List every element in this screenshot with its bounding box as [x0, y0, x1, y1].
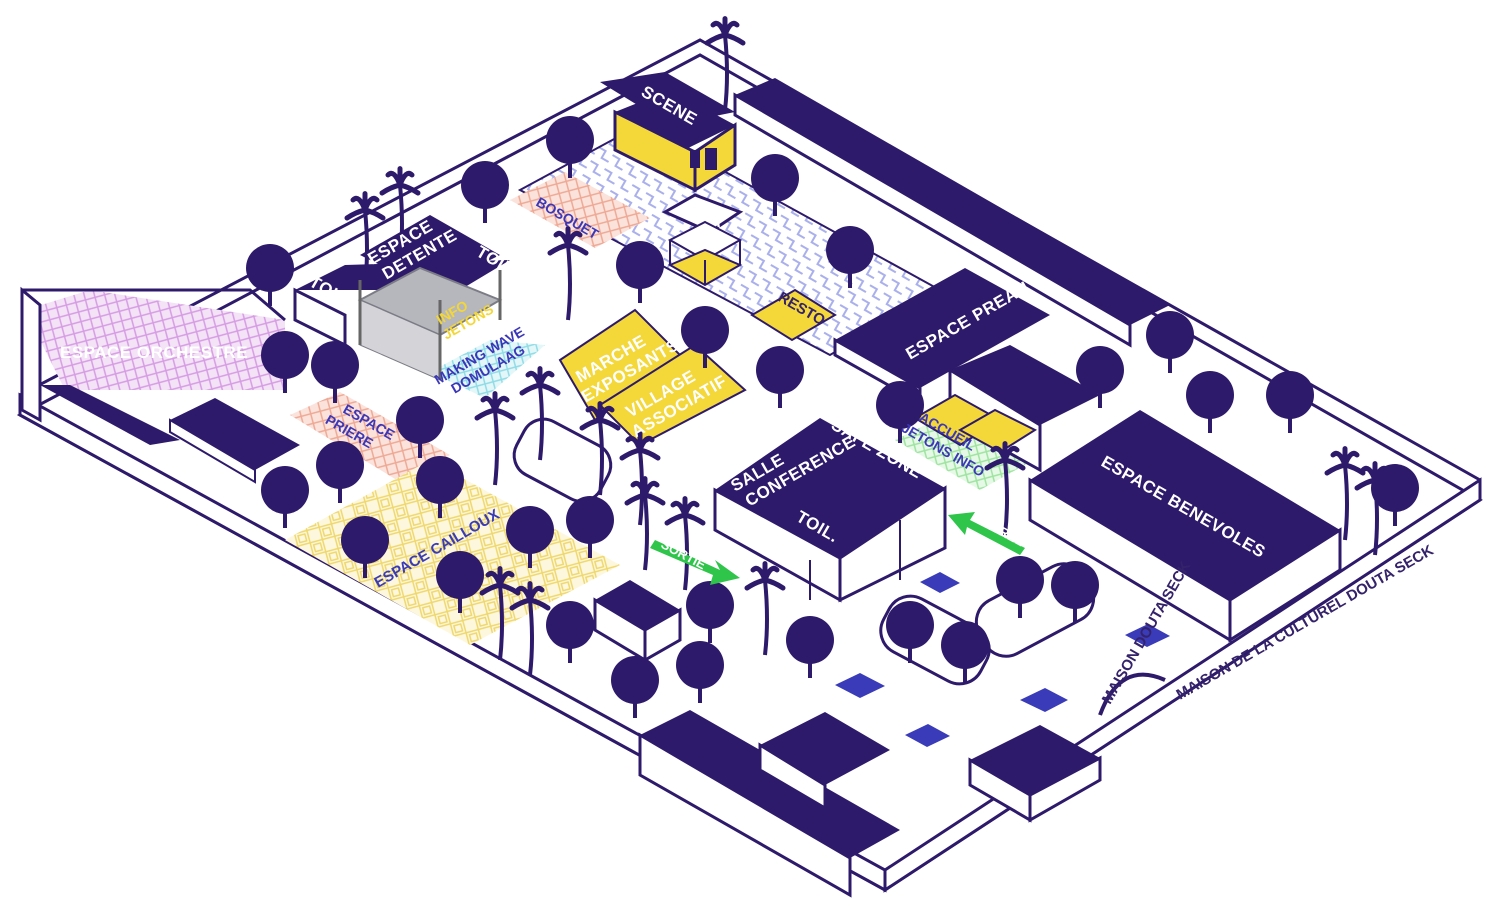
- tree-icon: [436, 551, 484, 613]
- trees: [246, 116, 1419, 718]
- orchestre-building: [20, 286, 300, 484]
- palm-tree-icon: [579, 401, 621, 496]
- palm-tree-icon: [984, 441, 1026, 536]
- tree-icon: [311, 341, 359, 403]
- tree-icon: [506, 506, 554, 568]
- tree-icon: [416, 456, 464, 518]
- long-shed: [733, 78, 1170, 348]
- tree-icon: [941, 621, 989, 683]
- palm-tree-icon: [379, 166, 421, 261]
- tree-icon: [1186, 371, 1234, 433]
- tree-icon: [1076, 346, 1124, 408]
- ramp-icon: [835, 673, 885, 698]
- skate-ramps: [835, 572, 1170, 747]
- tree-icon: [261, 466, 309, 528]
- zone-making-wave: [430, 340, 545, 398]
- tree-icon: [1146, 311, 1194, 373]
- tree-icon: [396, 396, 444, 458]
- palm-tree-icon: [664, 496, 706, 591]
- zone-orchestre: [25, 290, 285, 390]
- palm-tree-icon: [744, 561, 786, 656]
- ramp-icon: [905, 724, 950, 747]
- tree-icon: [681, 306, 729, 368]
- tree-icon: [751, 154, 799, 216]
- tree-icon: [461, 161, 509, 223]
- palm-tree-icon: [474, 391, 516, 486]
- zone-bosquet: [510, 172, 650, 248]
- label-espace-orchestre: ESPACE ORCHESTRE: [60, 343, 248, 362]
- palm-tree-icon: [704, 16, 746, 111]
- accueil-tents: [913, 393, 1038, 454]
- tree-icon: [316, 441, 364, 503]
- ramp-icon: [1020, 688, 1068, 712]
- tree-icon: [756, 346, 804, 408]
- zone-priere: [290, 392, 450, 482]
- tree-icon: [546, 601, 594, 663]
- sortie-arrow: [650, 540, 740, 585]
- gate-arch: [1098, 672, 1166, 716]
- tree-icon: [261, 331, 309, 393]
- palm-tree-icon: [624, 476, 666, 571]
- village-associatif-sail: [598, 343, 747, 447]
- tree-icon: [786, 616, 834, 678]
- tree-icon: [611, 656, 659, 718]
- conference-building: [713, 418, 947, 603]
- tree-icon: [566, 496, 614, 558]
- detente-building: [293, 215, 510, 381]
- tree-icon: [1266, 371, 1314, 433]
- tree-icon: [341, 516, 389, 578]
- tree-icon: [996, 556, 1044, 618]
- tree-icon: [1051, 561, 1099, 623]
- palm-tree-icon: [519, 366, 561, 461]
- ramp-icon: [1125, 624, 1170, 647]
- entree-arrow: [948, 512, 1025, 555]
- tree-icon: [546, 116, 594, 178]
- scene-stage: [600, 72, 737, 193]
- palm-tree-icon: [509, 581, 551, 676]
- tree-icon: [616, 241, 664, 303]
- ramp-icon: [920, 572, 960, 593]
- palm-tree-icon: [1324, 446, 1366, 541]
- palm-tree-icon: [344, 191, 386, 286]
- palm-tree-icon: [479, 566, 521, 661]
- zone-accueil: [895, 415, 1030, 490]
- bar-kiosk: [661, 193, 744, 287]
- benevoles-building: [1028, 410, 1342, 643]
- palm-trees: [344, 16, 1396, 676]
- front-buildings: [593, 580, 1102, 898]
- tree-icon: [246, 244, 294, 306]
- tree-icon: [876, 381, 924, 443]
- tree-icon: [886, 601, 934, 663]
- tree-icon: [676, 641, 724, 703]
- tree-icon: [826, 226, 874, 288]
- resto-tent: [750, 288, 837, 342]
- tree-icon: [686, 581, 734, 643]
- palm-tree-icon: [547, 226, 589, 321]
- palm-tree-icon: [1354, 461, 1396, 556]
